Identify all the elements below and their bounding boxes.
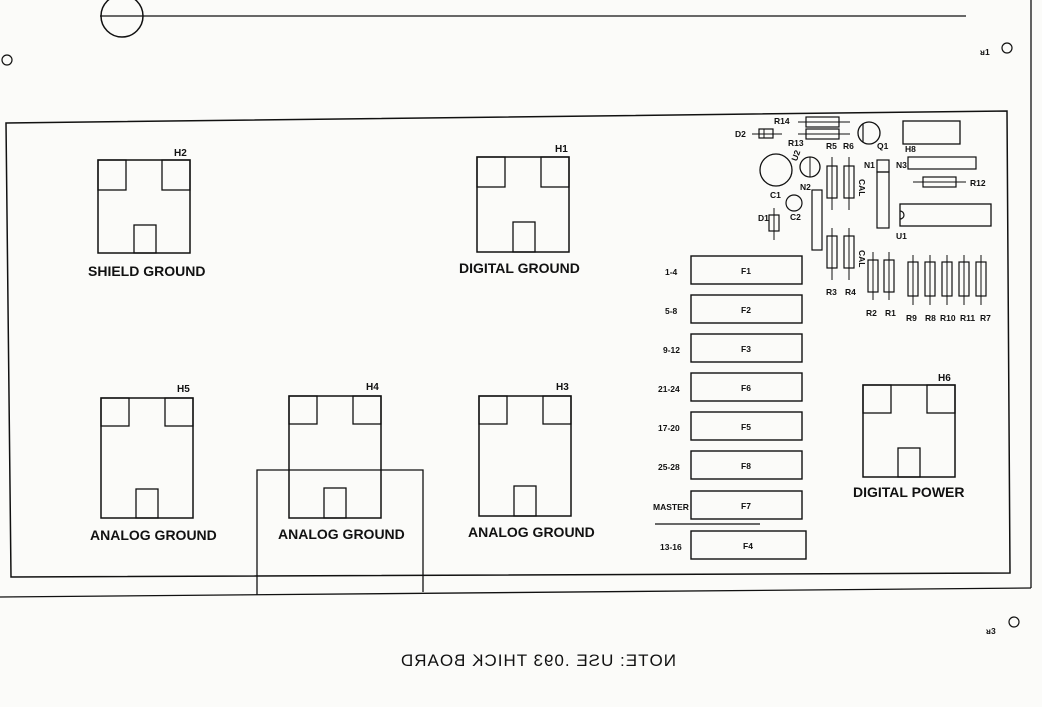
fuse-ref: F1 <box>741 266 751 276</box>
mounting-pad-h2: H2 SHIELD GROUND <box>88 148 205 279</box>
pad-caption-analog-ground-h4: ANALOG GROUND <box>278 526 405 542</box>
fuse-ref: F8 <box>741 461 751 471</box>
ref-r10: R10 <box>940 313 956 323</box>
ref-r3: R3 <box>826 287 837 297</box>
ref-c2: C2 <box>790 212 801 222</box>
panel-bottom-edge <box>0 587 1032 598</box>
pad-ref-h4: H4 <box>366 382 379 393</box>
fuse-row-f6: 21-24 F6 <box>658 372 803 402</box>
pad-caption-analog-ground-h5: ANALOG GROUND <box>90 527 217 543</box>
ref-n2: N2 <box>800 182 811 192</box>
fuse-group-label: MASTER <box>653 502 689 512</box>
fuse-group-label: 13-16 <box>660 542 682 552</box>
ref-cal-top: CAL <box>857 179 867 196</box>
fuse-row-f2: 5-8 F2 <box>665 294 803 324</box>
corner-mark-top-right: ᴚ1 <box>980 47 990 57</box>
ref-r2: R2 <box>866 308 877 318</box>
mounting-pad-h1: H1 DIGITAL GROUND <box>459 144 580 276</box>
mounting-pad-h5: H5 ANALOG GROUND <box>90 384 217 543</box>
ref-r7: R7 <box>980 313 991 323</box>
fuse-group-label: 17-20 <box>658 423 680 433</box>
fuse-ref: F6 <box>741 383 751 393</box>
fuse-group-label: 9-12 <box>663 345 680 355</box>
pad-ref-h1: H1 <box>555 144 568 155</box>
pad-caption-analog-ground-h3: ANALOG GROUND <box>468 524 595 540</box>
pad-caption-shield-ground: SHIELD GROUND <box>88 263 205 279</box>
fuse-row-f5: 17-20 F5 <box>658 411 803 441</box>
pad-caption-digital-power: DIGITAL POWER <box>853 484 964 500</box>
fuse-group-label: 1-4 <box>665 267 678 277</box>
board-outline <box>5 110 1011 578</box>
board-thickness-note: NOTE: USE .093 THICK BOARD <box>400 651 676 670</box>
ref-r14: R14 <box>774 116 790 126</box>
alignment-circle <box>100 0 144 38</box>
h4-keepout-outline <box>256 469 424 595</box>
pad-caption-digital-ground: DIGITAL GROUND <box>459 260 580 276</box>
fuse-group-label: 21-24 <box>658 384 680 394</box>
pad-ref-h3: H3 <box>556 382 569 393</box>
fuse-ref: F2 <box>741 305 751 315</box>
ref-d1: D1 <box>758 213 769 223</box>
top-right-mounting-hole <box>1001 42 1013 54</box>
ref-d2: D2 <box>735 129 746 139</box>
fuse-ref: F4 <box>743 541 753 551</box>
component-area: D2 R14 R13 Q1 H8 U2 R5 R6 CAL C1 <box>735 116 992 323</box>
fuse-group-label: 5-8 <box>665 306 678 316</box>
fuse-row-f1: 1-4 F1 <box>665 255 803 285</box>
mounting-pad-h6: H6 DIGITAL POWER <box>853 373 964 500</box>
pad-ref-h5: H5 <box>177 384 190 395</box>
ref-r12: R12 <box>970 178 986 188</box>
ref-r4: R4 <box>845 287 856 297</box>
fuse-row-f4: 13-16 F4 <box>660 530 807 560</box>
fuse-ref: F7 <box>741 501 751 511</box>
ref-n1: N1 <box>864 160 875 170</box>
left-mounting-hole <box>1 54 13 66</box>
fuse-row-f8: 25-28 F8 <box>658 450 803 480</box>
ref-r9: R9 <box>906 313 917 323</box>
ref-q1: Q1 <box>877 141 889 151</box>
ref-c1: C1 <box>770 190 781 200</box>
ref-r11: R11 <box>960 313 975 323</box>
ref-r6: R6 <box>843 141 854 151</box>
ref-u2: U2 <box>789 148 802 162</box>
pad-ref-h2: H2 <box>174 148 187 159</box>
mounting-pad-h4: H4 ANALOG GROUND <box>278 382 405 542</box>
fuse-ref: F3 <box>741 344 751 354</box>
corner-mark-bottom-right: ᴚ3 <box>986 626 996 636</box>
mounting-pad-h3: H3 ANALOG GROUND <box>468 382 595 540</box>
ref-r1: R1 <box>885 308 896 318</box>
ref-h8: H8 <box>905 144 916 154</box>
ref-cal-bottom: CAL <box>857 250 867 267</box>
ref-n3: N3 <box>896 160 907 170</box>
ref-r5: R5 <box>826 141 837 151</box>
fuse-group-label: 25-28 <box>658 462 680 472</box>
ref-r8: R8 <box>925 313 936 323</box>
ref-r13: R13 <box>788 138 804 148</box>
pad-ref-h6: H6 <box>938 373 951 384</box>
ref-u1: U1 <box>896 231 907 241</box>
fuse-row-f7: MASTER F7 <box>653 490 803 520</box>
fuse-row-f3: 9-12 F3 <box>663 333 803 363</box>
bottom-right-mounting-hole <box>1008 616 1020 628</box>
fuse-ref: F5 <box>741 422 751 432</box>
